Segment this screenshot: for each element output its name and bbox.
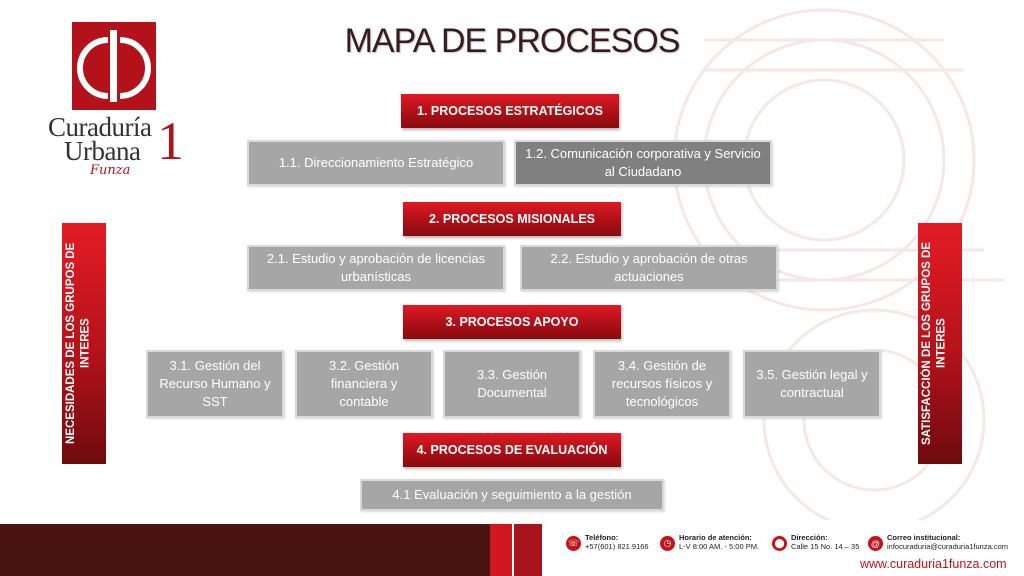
section-header-missional: 2. PROCESOS MISIONALES <box>403 202 621 236</box>
side-bar-satisfaction: SATISFACCIÓN DE LOS GRUPOS DE INTERES <box>918 223 962 464</box>
clock-icon: ◷ <box>660 536 675 551</box>
process-box-3-5: 3.5. Gestión legal y contractual <box>743 350 881 418</box>
logo-word-curaduria: Curaduría <box>48 112 152 142</box>
section-header-strategic: 1. PROCESOS ESTRATÉGICOS <box>401 94 619 128</box>
logo-word-urbana: Urbana <box>64 136 141 166</box>
side-bar-satisfaction-label: SATISFACCIÓN DE LOS GRUPOS DE INTERES <box>921 242 948 445</box>
footer-band <box>0 524 496 576</box>
contact-hours: ◷ Horario de atención: L-V 8:00 AM. - 5:… <box>660 533 759 552</box>
process-box-4-1: 4.1 Evaluación y seguimiento a la gestió… <box>360 479 664 511</box>
side-bar-needs-label: NECESIDADES DE LOS GRUPOS DE INTERES <box>65 242 92 445</box>
website-link[interactable]: www.curaduria1funza.com <box>860 557 1007 571</box>
process-box-1-2: 1.2. Comunicación corporativa y Servicio… <box>514 140 772 186</box>
process-box-1-1: 1.1. Direccionamiento Estratégico <box>247 140 505 186</box>
section-header-evaluation: 4. PROCESOS DE EVALUACIÓN <box>403 433 621 467</box>
logo-emblem <box>72 22 156 110</box>
location-pin-icon: ⬤ <box>772 536 787 551</box>
process-box-2-1: 2.1. Estudio y aprobación de licencias u… <box>247 245 505 291</box>
address-value: Calle 15 No. 14 – 35 <box>791 542 860 552</box>
contact-email: @ Correo institucional: infocuraduria@cu… <box>868 533 1008 552</box>
hours-value: L-V 8:00 AM. - 5:00 PM. <box>679 542 760 552</box>
at-sign-icon: @ <box>868 536 883 551</box>
email-label: Correo institucional: <box>887 533 961 542</box>
hours-label: Horario de atención: <box>679 533 752 542</box>
contact-address: ⬤ Dirección: Calle 15 No. 14 – 35 <box>772 533 859 552</box>
phone-icon: ☏ <box>566 536 581 551</box>
email-value[interactable]: infocuraduria@curaduria1funza.com <box>887 542 1009 552</box>
section-header-support: 3. PROCESOS APOYO <box>403 305 621 339</box>
process-box-2-2: 2.2. Estudio y aprobación de otras actua… <box>520 245 778 291</box>
page-title: MAPA DE PROCESOS <box>344 22 681 60</box>
footer-accent-2 <box>514 524 542 576</box>
logo-script: Funza <box>90 163 131 178</box>
phone-value: +57(601) 821 9166 <box>585 542 649 552</box>
process-box-3-4: 3.4. Gestión de recursos físicos y tecno… <box>593 350 731 418</box>
company-logo: Curaduría Urbana 1 Funza <box>48 22 188 182</box>
contact-phone: ☏ Teléfono: +57(601) 821 9166 <box>566 533 649 552</box>
phone-label: Teléfono: <box>585 533 619 542</box>
side-bar-needs: NECESIDADES DE LOS GRUPOS DE INTERES <box>62 223 106 464</box>
process-box-3-1: 3.1. Gestión del Recurso Humano y SST <box>146 350 284 418</box>
process-box-3-3: 3.3. Gestión Documental <box>443 350 581 418</box>
address-label: Dirección: <box>791 533 828 542</box>
footer-accent-1 <box>490 524 512 576</box>
process-box-3-2: 3.2. Gestión financiera y contable <box>295 350 433 418</box>
logo-number: 1 <box>157 111 184 171</box>
